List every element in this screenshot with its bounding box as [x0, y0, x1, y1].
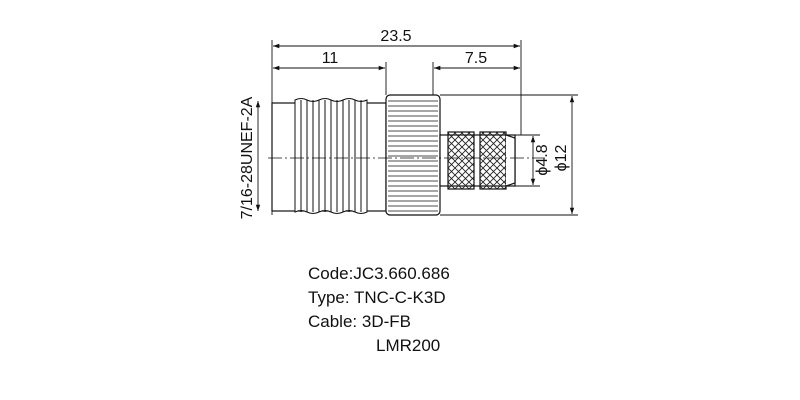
cable-line-2: LMR200: [376, 336, 441, 355]
thread-ridges: [294, 98, 368, 214]
crimp-knurl-right: [479, 131, 507, 190]
crimp-knurl-left: [447, 131, 475, 190]
thread-length-label: 11: [322, 50, 339, 67]
product-type: Type: TNC-C-K3D: [308, 288, 446, 307]
overall-length-label: 23.5: [380, 28, 411, 45]
thread-spec-label: 7/16-28UNEF-2A: [239, 96, 256, 219]
nut-knurl-lines: [388, 100, 438, 212]
knurled-nut: [385, 94, 441, 216]
body-diameter-label: ϕ12: [553, 145, 570, 172]
cable-line-1: Cable: 3D-FB: [308, 312, 411, 331]
crimp-length-label: 7.5: [465, 50, 487, 67]
product-code: Code:JC3.660.686: [308, 264, 450, 283]
crimp-diameter-label: ϕ4.8: [534, 144, 551, 175]
product-info: Code:JC3.660.686 Type: TNC-C-K3D Cable: …: [308, 262, 450, 358]
dimension-lines: [255, 43, 575, 215]
connector-body: [271, 94, 516, 216]
